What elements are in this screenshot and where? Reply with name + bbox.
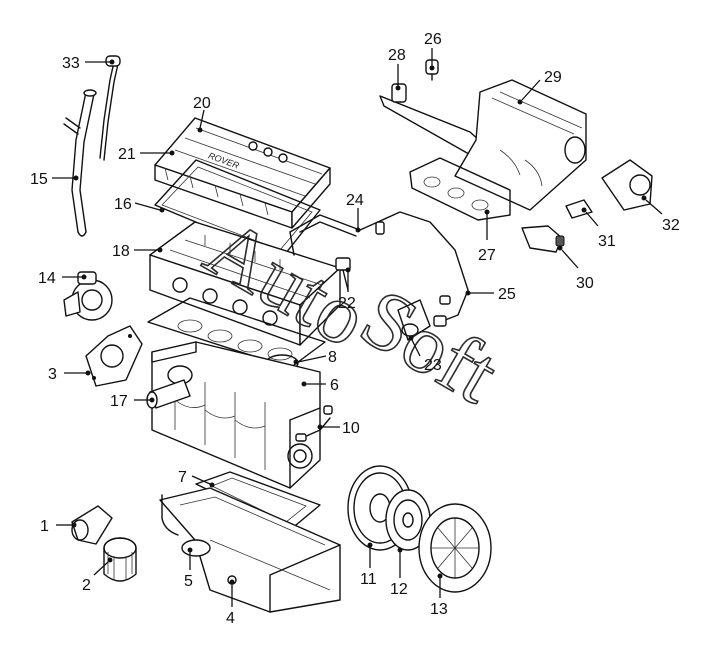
callout-28: 28 bbox=[388, 47, 406, 64]
callout-6: 6 bbox=[330, 377, 339, 394]
callout-23: 23 bbox=[424, 357, 442, 374]
knock-sensor bbox=[295, 405, 333, 442]
callout-24: 24 bbox=[346, 192, 364, 209]
dipstick bbox=[99, 55, 121, 161]
inlet-manifold bbox=[454, 79, 587, 211]
wiring-harness bbox=[289, 211, 469, 327]
callout-25: 25 bbox=[498, 286, 516, 303]
callout-7: 7 bbox=[178, 469, 187, 486]
ignition-coil bbox=[397, 299, 431, 341]
callout-10: 10 bbox=[342, 420, 360, 437]
filter-housing bbox=[71, 505, 113, 545]
manifold-gasket bbox=[409, 157, 511, 221]
callout-3: 3 bbox=[48, 366, 57, 383]
cylinder-block bbox=[151, 341, 321, 489]
crank-seal-housing bbox=[146, 365, 193, 409]
dipstick-tube bbox=[63, 89, 97, 237]
clutch-plate bbox=[385, 489, 431, 551]
oil-filter bbox=[103, 537, 137, 582]
callout-numbers: 33 15 20 21 16 18 14 3 17 8 6 10 7 1 2 5… bbox=[30, 31, 680, 627]
callout-16: 16 bbox=[114, 196, 132, 213]
callout-32: 32 bbox=[662, 217, 680, 234]
cam-sensor bbox=[335, 257, 351, 291]
callout-leaders bbox=[52, 48, 663, 607]
callout-15: 15 bbox=[30, 171, 48, 188]
callout-20: 20 bbox=[193, 95, 211, 112]
callout-27: 27 bbox=[478, 247, 496, 264]
callout-8: 8 bbox=[328, 349, 337, 366]
callout-13: 13 bbox=[430, 601, 448, 618]
pressure-plate bbox=[418, 503, 492, 593]
throttle-body bbox=[601, 159, 653, 211]
callout-2: 2 bbox=[82, 577, 91, 594]
callout-18: 18 bbox=[112, 243, 130, 260]
callout-11: 11 bbox=[360, 571, 377, 588]
callout-14: 14 bbox=[38, 270, 56, 287]
idle-control-valve bbox=[521, 225, 565, 253]
callout-22: 22 bbox=[338, 295, 356, 312]
callout-29: 29 bbox=[544, 69, 562, 86]
water-pump bbox=[63, 271, 113, 321]
callout-30: 30 bbox=[576, 275, 594, 292]
callout-12: 12 bbox=[390, 581, 408, 598]
temperature-sensor bbox=[565, 199, 593, 219]
cylinder-head bbox=[149, 221, 341, 346]
callout-31: 31 bbox=[598, 233, 616, 250]
callout-4: 4 bbox=[226, 610, 235, 627]
callout-26: 26 bbox=[424, 31, 442, 48]
callout-17: 17 bbox=[110, 393, 128, 410]
callout-5: 5 bbox=[184, 573, 193, 590]
rocker-cover: ROVER bbox=[154, 117, 331, 229]
pump-housing bbox=[85, 325, 143, 387]
callout-1: 1 bbox=[40, 518, 49, 535]
callout-33: 33 bbox=[62, 55, 80, 72]
callout-21: 21 bbox=[118, 146, 136, 163]
